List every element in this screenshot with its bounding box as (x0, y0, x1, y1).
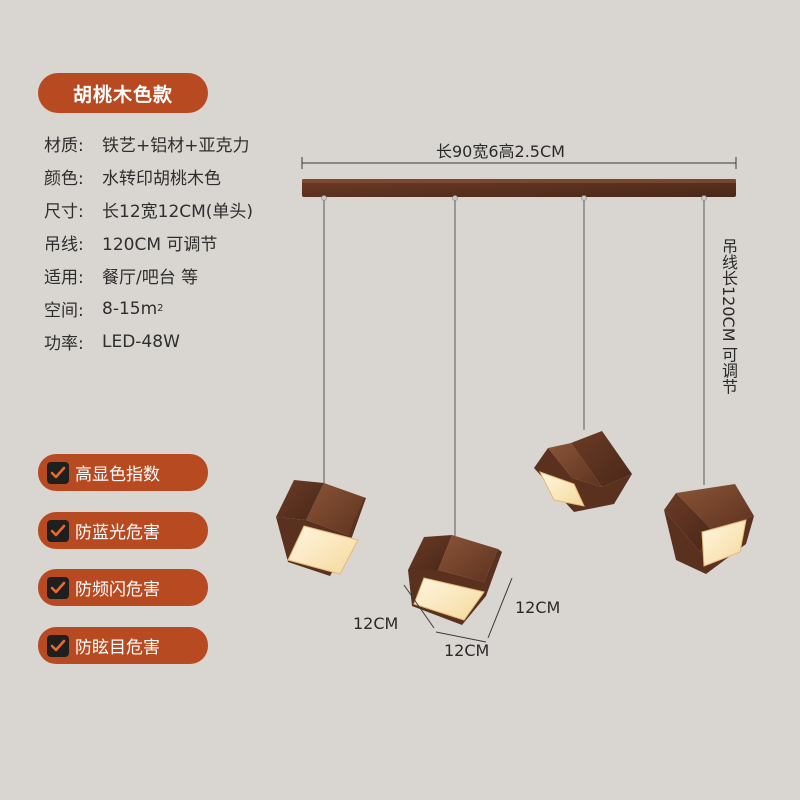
bar-dimension-label: 长90宽6高2.5CM (436, 142, 565, 161)
spec-label: 尺寸: (44, 202, 84, 222)
spec-label: 空间: (44, 301, 84, 321)
pendant-cube-1 (276, 480, 366, 576)
spec-label: 材质: (44, 136, 84, 156)
spec-row-size: 尺寸: 长12宽12CM(单头) (44, 193, 253, 226)
cube-depth-label: 12CM (515, 598, 561, 617)
spec-row-cable: 吊线: 120CM 可调节 (44, 226, 253, 259)
spec-superscript: 2 (157, 303, 164, 314)
feature-label: 防频闪危害 (75, 580, 160, 600)
check-icon (47, 634, 69, 657)
suspension-cables (323, 197, 705, 536)
cube-height-label: 12CM (444, 641, 490, 660)
spec-label: 吊线: (44, 235, 84, 255)
feature-label: 防蓝光危害 (75, 523, 160, 543)
spec-value: 水转印胡桃木色 (102, 169, 221, 189)
bar-dimension-line (301, 157, 737, 169)
check-icon (47, 519, 69, 542)
feature-badge-anti-blue-light: 防蓝光危害 (38, 512, 208, 549)
feature-label: 高显色指数 (75, 465, 160, 485)
cable-length-label: 吊线长120CM 可调节 (719, 238, 738, 395)
cable-clip (701, 195, 707, 201)
spec-row-color: 颜色: 水转印胡桃木色 (44, 160, 253, 193)
spec-label: 适用: (44, 268, 84, 288)
cable-clip (321, 195, 327, 201)
product-title: 胡桃木色款 (72, 83, 173, 106)
pendant-cube-4 (664, 484, 754, 574)
feature-badge-anti-flicker: 防频闪危害 (38, 569, 208, 606)
spec-row-material: 材质: 铁艺+铝材+亚克力 (44, 127, 253, 160)
spec-list: 材质: 铁艺+铝材+亚克力 颜色: 水转印胡桃木色 尺寸: 长12宽12CM(单… (44, 127, 253, 358)
pendant-cube-2 (408, 535, 502, 625)
check-icon (47, 576, 69, 599)
spec-value: 长12宽12CM(单头) (102, 202, 254, 222)
feature-badge-high-cri: 高显色指数 (38, 454, 208, 491)
spec-value: 餐厅/吧台 等 (102, 268, 199, 288)
cube-dimension-lines (403, 577, 513, 643)
spec-row-power: 功率: LED-48W (44, 325, 253, 358)
cable-clip (452, 195, 458, 201)
feature-badge-anti-glare: 防眩目危害 (38, 627, 208, 664)
spec-label: 功率: (44, 334, 84, 354)
cable-clip (581, 195, 587, 201)
ceiling-bar (302, 179, 736, 197)
product-title-badge: 胡桃木色款 (38, 73, 208, 113)
feature-label: 防眩目危害 (75, 638, 160, 658)
spec-value: 铁艺+铝材+亚克力 (102, 136, 250, 156)
spec-label: 颜色: (44, 169, 84, 189)
spec-value: 8-15m (102, 298, 158, 319)
spec-value: LED-48W (102, 331, 180, 352)
check-icon (47, 461, 69, 484)
cube-width-label: 12CM (353, 614, 399, 633)
spec-row-usage: 适用: 餐厅/吧台 等 (44, 259, 253, 292)
spec-value: 120CM 可调节 (102, 235, 218, 255)
pendant-cube-3 (534, 431, 632, 512)
